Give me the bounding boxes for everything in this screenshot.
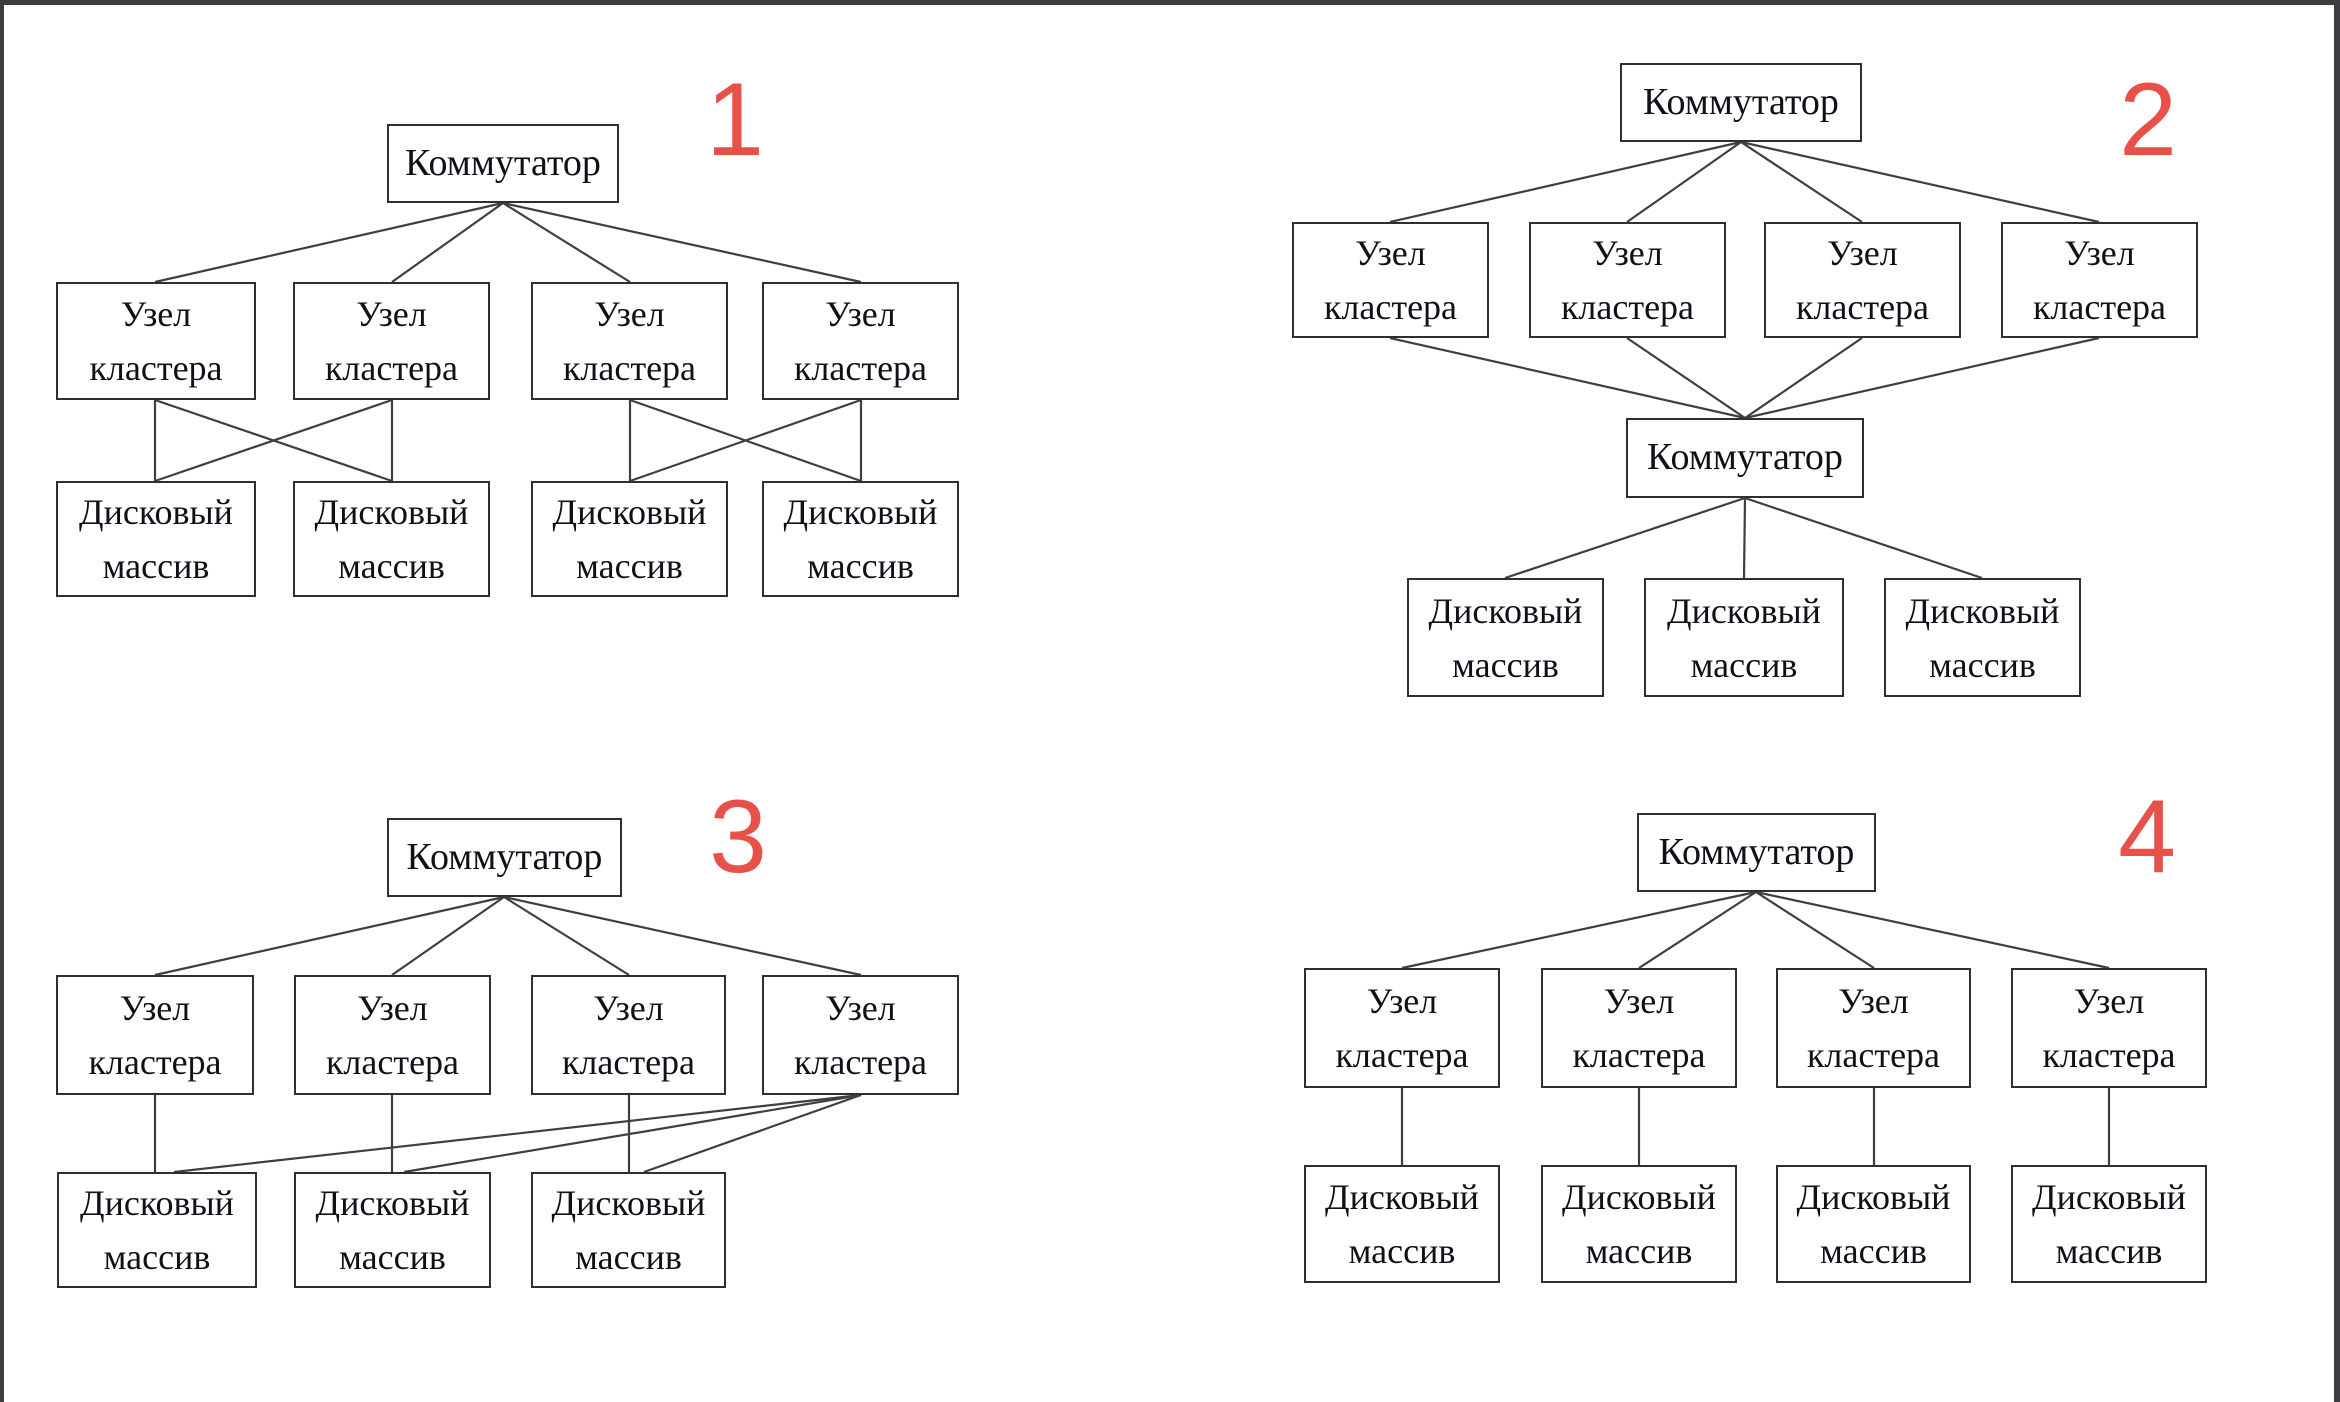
diagram-2-node-3: Узел кластера xyxy=(1764,222,1961,338)
diagram-3-number: 3 xyxy=(709,779,767,895)
diagram-2-number: 2 xyxy=(2119,62,2177,178)
diagram-4-node-2: Узел кластера xyxy=(1541,968,1737,1088)
diagram-1-disk-3: Дисковый массив xyxy=(531,481,728,597)
diagram-3-node-1: Узел кластера xyxy=(56,975,254,1095)
diagram-3-disk-2: Дисковый массив xyxy=(294,1172,491,1288)
diagram-3-node-4: Узел кластера xyxy=(762,975,959,1095)
diagram-2-switch-top: Коммутатор xyxy=(1620,63,1862,142)
diagram-4-node-3: Узел кластера xyxy=(1776,968,1971,1088)
diagram-1-node-2: Узел кластера xyxy=(293,282,490,400)
diagram-4-number: 4 xyxy=(2118,779,2176,895)
diagram-1-disk-2: Дисковый массив xyxy=(293,481,490,597)
diagram-3-node-2: Узел кластера xyxy=(294,975,491,1095)
diagram-4-node-1: Узел кластера xyxy=(1304,968,1500,1088)
diagram-2-node-2: Узел кластера xyxy=(1529,222,1726,338)
diagram-1-disk-4: Дисковый массив xyxy=(762,481,959,597)
diagram-3-connectors xyxy=(153,895,862,1174)
diagram-2-disk-2: Дисковый массив xyxy=(1644,578,1844,697)
diagram-4-disk-2: Дисковый массив xyxy=(1541,1165,1737,1283)
diagram-4-switch: Коммутатор xyxy=(1637,813,1876,892)
diagram-4-disk-1: Дисковый массив xyxy=(1304,1165,1500,1283)
diagram-4-connectors xyxy=(1400,890,2111,1165)
diagram-1-node-1: Узел кластера xyxy=(56,282,256,400)
diagram-3-disk-1: Дисковый массив xyxy=(57,1172,257,1288)
diagram-4-disk-4: Дисковый массив xyxy=(2011,1165,2207,1283)
diagram-3-switch: Коммутатор xyxy=(387,818,622,897)
diagram-2-connectors xyxy=(1389,140,2100,580)
diagram-4-node-4: Узел кластера xyxy=(2011,968,2207,1088)
diagram-2-disk-1: Дисковый массив xyxy=(1407,578,1604,697)
diagram-3-disk-3: Дисковый массив xyxy=(531,1172,726,1288)
diagram-1-switch: Коммутатор xyxy=(387,124,619,203)
diagram-1-node-4: Узел кластера xyxy=(762,282,959,400)
connector-lines xyxy=(153,140,2111,1174)
diagram-2-disk-3: Дисковый массив xyxy=(1884,578,2081,697)
diagram-1-node-3: Узел кластера xyxy=(531,282,728,400)
diagram-2-switch-bottom: Коммутатор xyxy=(1626,418,1864,498)
diagram-3-node-3: Узел кластера xyxy=(531,975,726,1095)
diagram-1-number: 1 xyxy=(706,62,764,178)
diagram-1-connectors xyxy=(153,201,863,483)
diagram-4-disk-3: Дисковый массив xyxy=(1776,1165,1971,1283)
diagram-2-node-1: Узел кластера xyxy=(1292,222,1489,338)
diagram-2-node-4: Узел кластера xyxy=(2001,222,2198,338)
diagram-1-disk-1: Дисковый массив xyxy=(56,481,256,597)
